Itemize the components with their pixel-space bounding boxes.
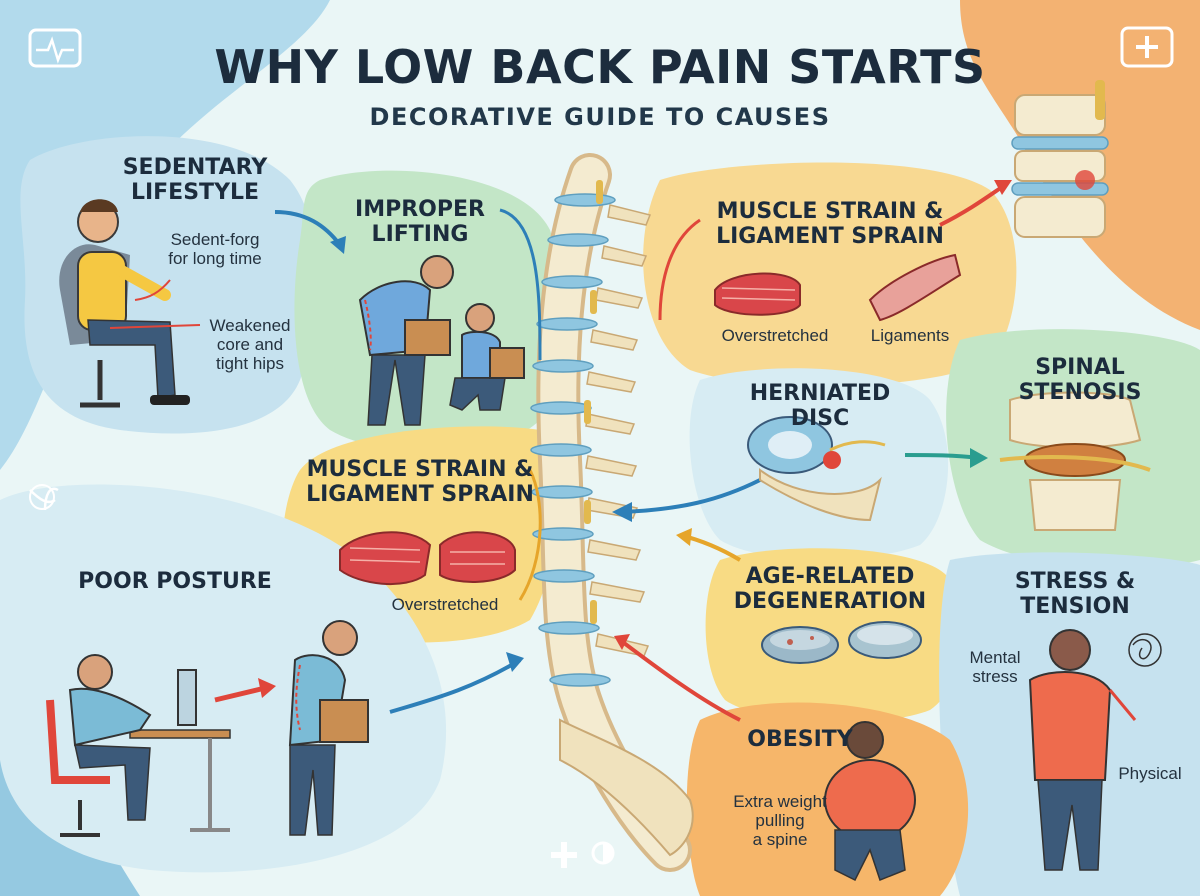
blue-wash-left (0, 0, 330, 470)
herniated-disc-illustration (747, 416, 886, 522)
strain-right-note-ligaments: Ligaments (870, 326, 950, 345)
strain-left-title: MUSCLE STRAIN & LIGAMENT SPRAIN (306, 457, 534, 507)
first-aid-kit-icon (1120, 26, 1174, 68)
half-circle-icon (591, 841, 615, 865)
medical-kit-icon (28, 28, 82, 68)
sedentary-note-sitting: Sedent-forg for long time (168, 230, 262, 269)
arrow-posture-red (214, 685, 266, 703)
posture-title: POOR POSTURE (78, 569, 272, 594)
arrow-sedentary-to-lifting (274, 210, 342, 247)
muscle-strain-left (339, 531, 516, 586)
obesity-title: OBESITY (747, 727, 853, 752)
connector-blue-left (499, 208, 542, 361)
degeneration-title: AGE-RELATED DEGENERATION (733, 564, 927, 614)
vertebra-closeup (1011, 80, 1109, 238)
arrow-posture-to-spine (389, 658, 522, 714)
page-subtitle: DECORATIVE GUIDE TO CAUSES (369, 103, 831, 131)
strain-left-note: Overstretched (391, 595, 499, 614)
plant-icon (29, 484, 59, 511)
arrow-obesity-to-spine (618, 638, 741, 722)
obesity-note: Extra weight pulling a spine (733, 792, 827, 850)
herniated-title: HERNIATED DISC (749, 381, 891, 431)
stenosis-title: SPINAL STENOSIS (1018, 355, 1142, 405)
stress-note-mental: Mental stress (969, 648, 1021, 687)
sedentary-note-core: Weakened core and tight hips (209, 316, 291, 374)
connector-red-right (658, 218, 701, 321)
lifting-title: IMPROPER LIFTING (355, 197, 485, 247)
page-title: WHY LOW BACK PAIN STARTS (214, 40, 986, 94)
plus-icon (551, 842, 577, 868)
lifting-figures (358, 255, 525, 426)
poor-posture-figures (46, 620, 369, 837)
panel-strain-right (643, 162, 1017, 387)
sedentary-title: SEDENTARY LIFESTYLE (122, 155, 268, 205)
panel-degeneration (705, 548, 963, 723)
degenerated-discs (761, 621, 922, 664)
spinal-stenosis-illustration (999, 391, 1151, 531)
strain-right-note-overstretched: Overstretched (721, 326, 829, 345)
strain-right-title: MUSCLE STRAIN & LIGAMENT SPRAIN (716, 199, 944, 249)
sedentary-figure (59, 199, 201, 408)
obesity-figure (824, 721, 916, 882)
arrow-herniated-to-spine (619, 478, 761, 514)
stress-title: STRESS & TENSION (1014, 569, 1136, 619)
spine-illustration (530, 153, 694, 872)
muscle-strain-right (714, 253, 962, 322)
connector-yellow-left (518, 469, 542, 601)
stress-figure (1028, 629, 1162, 871)
stress-note-physical: Physical (1118, 764, 1182, 783)
